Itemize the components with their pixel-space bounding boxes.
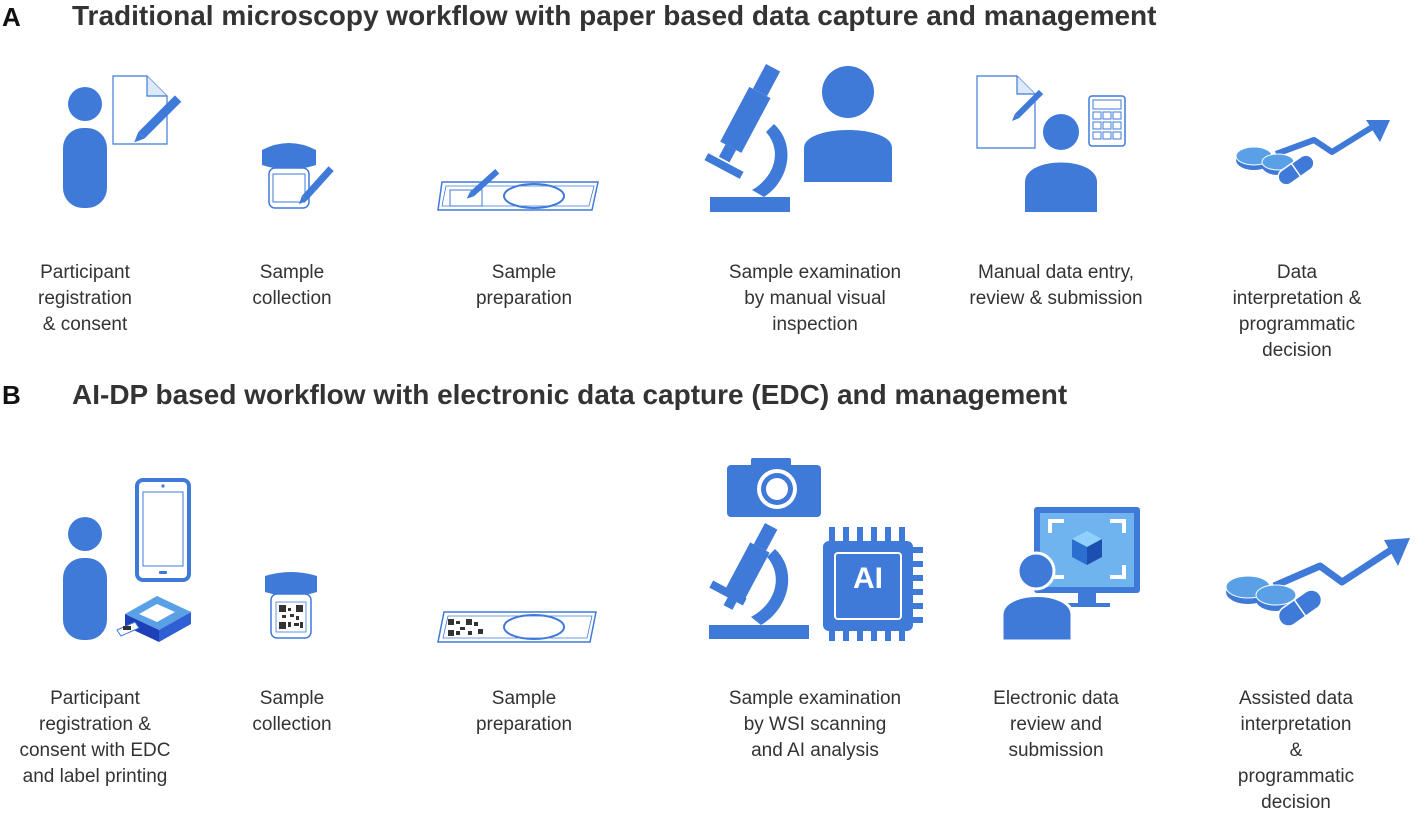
- panel-b-letter: B: [2, 380, 21, 410]
- labeled-specimen-jar-icon: [265, 572, 317, 639]
- person-with-form-icon: [63, 75, 182, 208]
- step-a-sample-collection-label: Sample collection: [252, 262, 332, 309]
- step-b-sample-examination-label: Sample examination by WSI scanning and A…: [728, 688, 902, 761]
- step-b-assisted-interpretation-label: Assisted data interpretation & programma…: [1237, 688, 1355, 813]
- step-a-data-interpretation-label: Data interpretation & programmatic decis…: [1232, 262, 1362, 361]
- step-a-participant-registration-label: Participant registration & consent: [38, 262, 132, 335]
- person-tablet-printer-icon: [63, 478, 191, 642]
- labeled-slide-icon: [437, 611, 597, 643]
- panel-b-title: AI-DP based workflow with electronic dat…: [72, 379, 1068, 410]
- microscope-slide-icon: [437, 169, 599, 211]
- step-b-sample-preparation-label: Sample preparation: [475, 688, 573, 735]
- pills-trend-arrow-icon: [1235, 120, 1390, 186]
- electronic-review-monitor-icon: [1000, 507, 1140, 643]
- step-a-sample-preparation-label: Sample preparation: [475, 262, 573, 309]
- assisted-pills-trend-arrow-icon: [1225, 538, 1410, 627]
- panel-a-letter: A: [2, 2, 21, 32]
- panel-a-title: Traditional microscopy workflow with pap…: [72, 0, 1157, 31]
- microscope-with-person-icon: [704, 64, 892, 212]
- step-b-participant-registration-label: Participant registration & consent with …: [19, 688, 171, 787]
- wsi-scanner-ai-chip-icon: [709, 458, 923, 641]
- specimen-jar-icon: [262, 143, 334, 209]
- step-b-sample-collection-label: Sample collection: [252, 688, 332, 735]
- step-b-electronic-data-review-label: Electronic data review and submission: [993, 688, 1119, 761]
- ai-chip-label: AI: [853, 562, 883, 595]
- step-a-sample-examination-label: Sample examination by manual visual insp…: [728, 262, 902, 335]
- step-a-manual-data-entry-label: Manual data entry, review & submission: [969, 262, 1143, 309]
- manual-data-entry-icon: [976, 75, 1126, 212]
